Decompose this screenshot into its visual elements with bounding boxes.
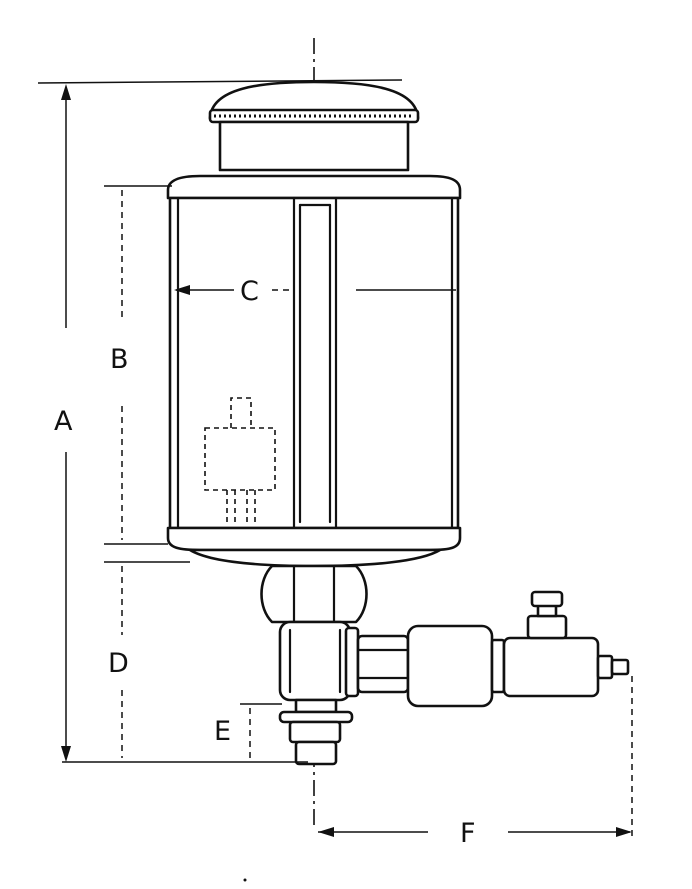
dimension-a bbox=[37, 79, 403, 763]
side-coupling bbox=[356, 634, 410, 694]
bottom-bowl bbox=[188, 548, 442, 568]
bottom-outlet bbox=[278, 698, 354, 766]
hidden-internal-valve bbox=[204, 397, 276, 525]
dome-cap bbox=[208, 80, 420, 172]
dimension-b bbox=[104, 185, 172, 545]
label-f: F bbox=[460, 818, 476, 849]
label-b: B bbox=[110, 344, 129, 375]
label-e: E bbox=[214, 716, 231, 747]
hex-nut bbox=[260, 564, 368, 624]
sight-glass bbox=[292, 196, 338, 530]
flow-regulator bbox=[502, 590, 630, 698]
label-a: A bbox=[54, 406, 73, 437]
bottom-rim bbox=[166, 526, 462, 552]
label-d: D bbox=[108, 648, 129, 679]
dimension-e bbox=[240, 703, 282, 758]
dimension-c bbox=[174, 285, 456, 295]
side-sleeve bbox=[406, 624, 506, 708]
scan-dot bbox=[243, 878, 247, 882]
top-rim bbox=[166, 174, 462, 200]
tee-fitting bbox=[278, 620, 360, 702]
dimension-f bbox=[318, 676, 633, 840]
dimension-d bbox=[104, 561, 190, 758]
label-c: C bbox=[240, 276, 259, 307]
reservoir-body bbox=[168, 196, 460, 530]
